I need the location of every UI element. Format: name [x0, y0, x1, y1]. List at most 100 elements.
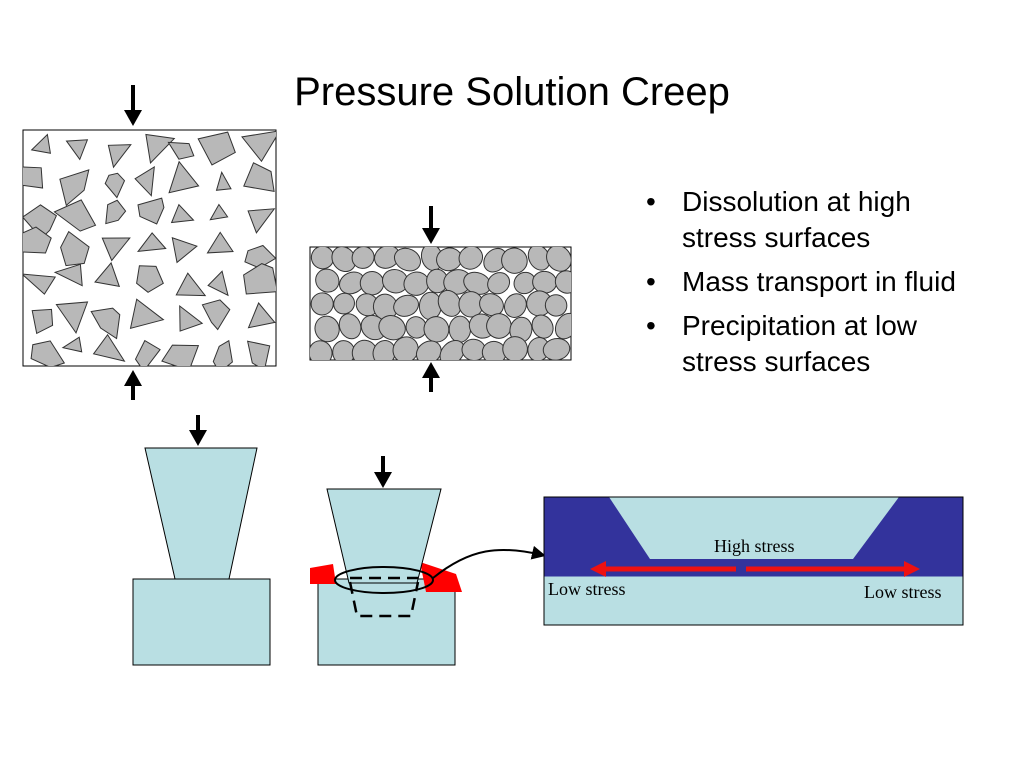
angular-grain — [134, 339, 161, 366]
rounded-grain — [501, 247, 528, 274]
compression-arrow-crystal-2 — [374, 456, 392, 488]
angular-grain — [107, 144, 132, 169]
angular-grain — [161, 344, 200, 366]
rounded-grain — [415, 340, 442, 360]
angular-grain — [134, 165, 155, 197]
angular-grain — [137, 232, 167, 253]
angular-grain — [23, 226, 52, 254]
rounded-grain — [554, 270, 571, 294]
zoom-connector-arrow — [432, 545, 546, 579]
rounded-grain — [378, 315, 406, 341]
bullet-text: Dissolution at high stress surfaces — [682, 186, 911, 253]
angular-grain — [197, 131, 236, 166]
rounded-grain — [437, 289, 462, 317]
compacted-grain-aggregate — [309, 246, 572, 361]
angular-grain — [145, 133, 176, 165]
angular-grain — [241, 130, 276, 163]
zoom-region-ellipse — [334, 566, 434, 594]
rounded-grain — [513, 271, 537, 295]
rounded-grain — [310, 292, 334, 316]
compression-arrow-top-right — [422, 206, 440, 244]
bullet-transport: • Mass transport in fluid — [640, 264, 990, 300]
angular-grain — [101, 237, 131, 262]
angular-grain — [94, 261, 121, 288]
rounded-grain — [502, 336, 528, 360]
angular-grain — [136, 265, 164, 293]
rounded-grain — [458, 247, 484, 270]
rounded-grain — [393, 247, 422, 272]
bullet-text: Mass transport in fluid — [682, 266, 956, 297]
bullet-dot: • — [646, 266, 656, 297]
low-stress-zone-left — [310, 564, 336, 584]
rounded-grain — [359, 270, 385, 296]
rounded-grain — [338, 313, 362, 340]
bullet-dissolution: • Dissolution at high stress surfaces — [640, 184, 990, 256]
bullet-list: • Dissolution at high stress surfaces • Ma… — [640, 184, 990, 388]
rounded-grain — [439, 339, 465, 360]
transport-arrow-right — [746, 561, 920, 577]
angular-grain — [168, 160, 200, 194]
rounded-grain — [503, 293, 527, 318]
angular-grain — [31, 308, 54, 335]
rounded-grain — [554, 312, 571, 340]
bullet-text: Precipitation at low stress surfaces — [682, 310, 918, 377]
compression-arrow-crystal-1 — [189, 415, 207, 446]
angular-grain — [104, 172, 126, 199]
rounded-grain — [546, 247, 571, 272]
angular-grain — [129, 298, 165, 329]
rounded-grain — [332, 340, 356, 360]
crystal-contact-before — [132, 415, 271, 666]
grain-contact-detail: High stress Low stress Low stress — [543, 496, 964, 626]
angular-grain — [59, 169, 90, 207]
angular-grain — [65, 139, 89, 161]
compression-arrow-bottom-right — [422, 362, 440, 392]
angular-grain — [243, 162, 275, 193]
rounded-grain — [392, 336, 419, 360]
angular-grain — [212, 339, 233, 366]
rounded-grain — [542, 337, 571, 360]
rounded-grain — [479, 293, 504, 317]
angular-grain — [105, 199, 127, 225]
slide-title: Pressure Solution Creep — [294, 70, 730, 114]
angular-grain-aggregate — [22, 129, 277, 367]
transport-arrow-left — [590, 561, 736, 577]
angular-grain — [137, 197, 165, 225]
rounded-grain — [531, 314, 554, 339]
rounded-grain — [393, 294, 420, 317]
rounded-grain — [487, 272, 511, 295]
rounded-grain — [544, 294, 568, 317]
angular-grain — [179, 304, 204, 332]
angular-grain — [207, 270, 229, 297]
rounded-grain — [314, 315, 340, 343]
angular-grain — [60, 230, 90, 267]
rounded-grain — [351, 247, 375, 269]
label-low-stress-left: Low stress — [548, 579, 626, 599]
angular-grain — [90, 307, 121, 340]
rounded-grain — [310, 340, 333, 360]
angular-grain — [61, 336, 83, 353]
angular-grain — [23, 273, 57, 295]
angular-grain — [30, 133, 52, 154]
bullet-precipitation: • Precipitation at low stress surfaces — [640, 308, 990, 380]
bullet-dot: • — [646, 310, 656, 341]
compression-arrow-top-left — [124, 85, 142, 126]
angular-grain — [23, 166, 44, 189]
angular-grain — [175, 272, 207, 297]
rounded-grain — [423, 316, 450, 343]
compression-arrow-bottom-left — [124, 370, 142, 400]
angular-grain — [167, 141, 195, 160]
rounded-grain — [315, 268, 340, 293]
label-high-stress: High stress — [714, 536, 795, 556]
bullet-dot: • — [646, 186, 656, 217]
angular-grain — [247, 302, 276, 329]
angular-grain — [53, 199, 97, 232]
angular-grain — [247, 208, 276, 234]
rounded-grain — [333, 292, 355, 315]
rounded-grain — [448, 315, 472, 343]
angular-grain — [53, 263, 83, 287]
angular-grain — [171, 237, 198, 264]
angular-grain — [201, 299, 231, 331]
crystal-contact-after — [310, 456, 546, 666]
angular-grain — [30, 340, 66, 366]
